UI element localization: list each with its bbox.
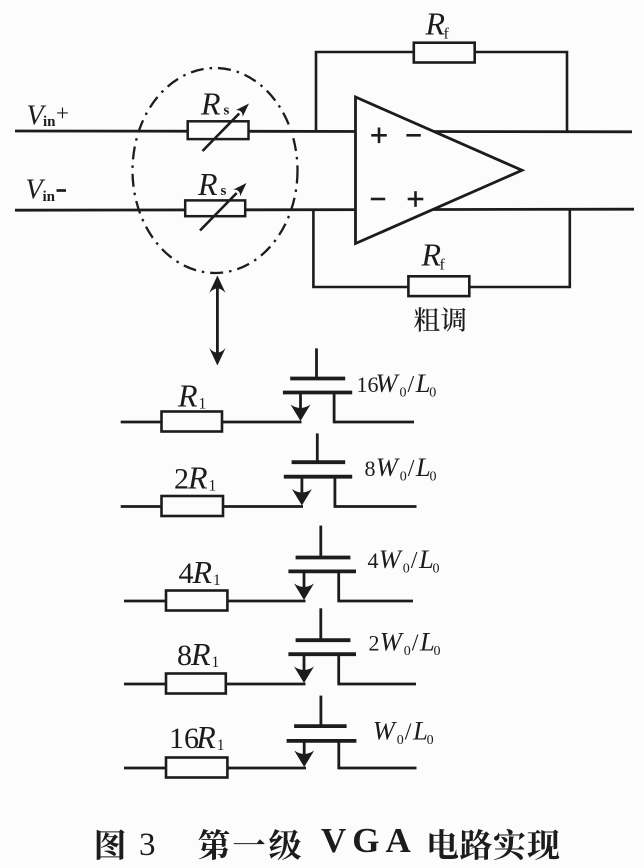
svg-text:W: W <box>373 716 398 746</box>
svg-text:R: R <box>421 237 442 273</box>
svg-text:V: V <box>26 175 46 206</box>
svg-text:0: 0 <box>434 644 441 659</box>
svg-text:W: W <box>376 368 401 398</box>
svg-text:+: + <box>56 101 69 126</box>
svg-text:R: R <box>195 719 216 755</box>
svg-text:1: 1 <box>212 654 220 671</box>
svg-text:in: in <box>43 189 56 205</box>
svg-text:VGA: VGA <box>321 821 417 860</box>
svg-text:V: V <box>27 101 47 132</box>
svg-text:/: / <box>408 456 415 482</box>
svg-text:f: f <box>444 26 450 43</box>
svg-text:R: R <box>425 6 446 42</box>
svg-text:16: 16 <box>169 722 199 755</box>
svg-text:W: W <box>380 627 405 657</box>
svg-text:0: 0 <box>433 562 440 577</box>
svg-text:0: 0 <box>429 386 436 401</box>
svg-text:1: 1 <box>213 572 221 589</box>
svg-text:s: s <box>221 183 227 199</box>
svg-text:8: 8 <box>365 456 376 481</box>
svg-text:3: 3 <box>139 827 156 863</box>
svg-text:R: R <box>200 86 221 122</box>
svg-text:0: 0 <box>400 386 407 401</box>
svg-text:L: L <box>419 627 435 657</box>
svg-text:4: 4 <box>179 557 194 590</box>
svg-text:16: 16 <box>357 372 379 397</box>
svg-text:R: R <box>192 554 213 590</box>
svg-text:0: 0 <box>427 733 434 748</box>
svg-text:f: f <box>440 257 446 274</box>
svg-text:R: R <box>190 636 211 672</box>
svg-text:0: 0 <box>404 644 411 659</box>
svg-text:/: / <box>411 548 418 574</box>
svg-text:4: 4 <box>368 548 379 573</box>
svg-text:L: L <box>418 544 434 574</box>
svg-text:1: 1 <box>199 396 207 413</box>
svg-text:1: 1 <box>217 737 225 754</box>
svg-text:0: 0 <box>400 470 407 485</box>
svg-text:/: / <box>412 631 419 657</box>
svg-text:R: R <box>177 378 198 414</box>
svg-text:s: s <box>224 103 230 119</box>
svg-text:/: / <box>405 720 412 746</box>
svg-text:2: 2 <box>174 463 189 496</box>
svg-text:0: 0 <box>430 470 437 485</box>
svg-text:L: L <box>415 368 431 398</box>
svg-text:0: 0 <box>403 562 410 577</box>
svg-text:8: 8 <box>177 639 192 672</box>
svg-text:L: L <box>415 452 431 482</box>
svg-text:R: R <box>197 166 218 202</box>
svg-text:0: 0 <box>397 733 404 748</box>
svg-text:1: 1 <box>209 478 217 495</box>
svg-text:W: W <box>379 544 404 574</box>
svg-text:R: R <box>187 460 208 496</box>
svg-text:in: in <box>43 114 56 130</box>
svg-text:2: 2 <box>369 631 380 656</box>
svg-text:/: / <box>408 372 415 398</box>
svg-text:W: W <box>376 452 401 482</box>
svg-text:L: L <box>412 716 428 746</box>
